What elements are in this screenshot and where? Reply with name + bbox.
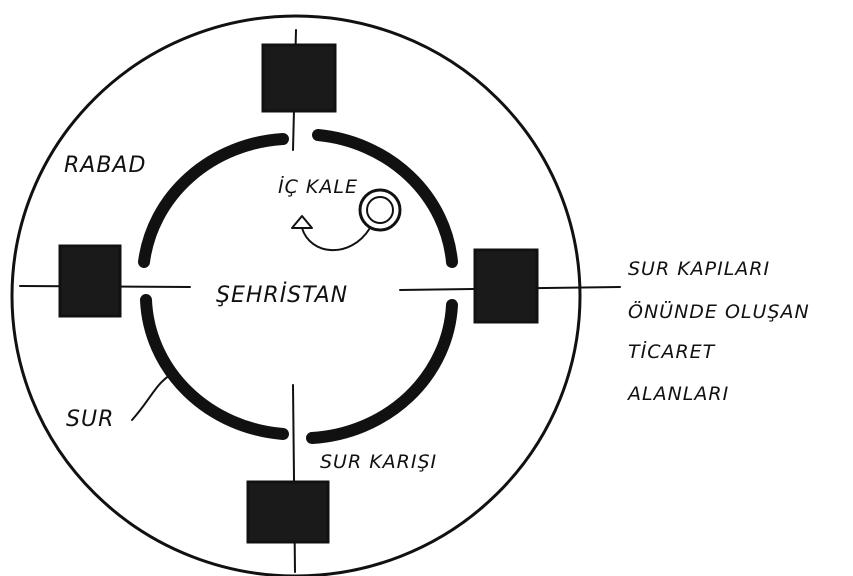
label-ticaret-line1: SUR KAPILARI (628, 258, 770, 280)
label-ticaret-line3: TİCARET (628, 340, 716, 363)
citadel-marker (291, 188, 402, 252)
citadel-circle-inner (366, 196, 394, 224)
wall-inner-line-bottom-left (147, 299, 284, 433)
label-ticaret-line2: ÖNÜNDE OLUŞAN (628, 300, 810, 323)
wall-segment-bottom-left (140, 294, 289, 440)
wall-pointer-arrow (131, 374, 171, 421)
citadel-arrowhead-icon (291, 215, 313, 229)
gate-markets (58, 43, 539, 544)
label-ticaret-line4: ALANLARI (626, 383, 729, 405)
city-wall-ring (138, 129, 458, 444)
wall-segment-top-right (312, 129, 458, 268)
wall-inner-line-top-left (145, 139, 284, 263)
axis-bottom (292, 384, 296, 573)
market-square-top (261, 43, 337, 113)
wall-segment-bottom-right (306, 299, 458, 444)
market-square-left (58, 244, 122, 318)
label-ic-kale: İÇ KALE (278, 175, 358, 198)
wall-inner-line-bottom-right (311, 304, 451, 437)
market-square-right (473, 248, 539, 324)
citadel-circle-outer (358, 188, 402, 232)
market-square-bottom (246, 480, 330, 544)
label-rabad: RABAD (64, 153, 146, 178)
wall-segment-top-left (138, 133, 289, 268)
label-sur-karisi: SUR KARIŞI (320, 451, 437, 473)
citadel-pointer-curve (301, 227, 371, 252)
label-sur: SUR (66, 407, 114, 432)
outer-boundary-circle (10, 14, 582, 576)
label-sehristan: ŞEHRİSTAN (216, 282, 348, 308)
wall-inner-line-top-right (317, 135, 451, 263)
